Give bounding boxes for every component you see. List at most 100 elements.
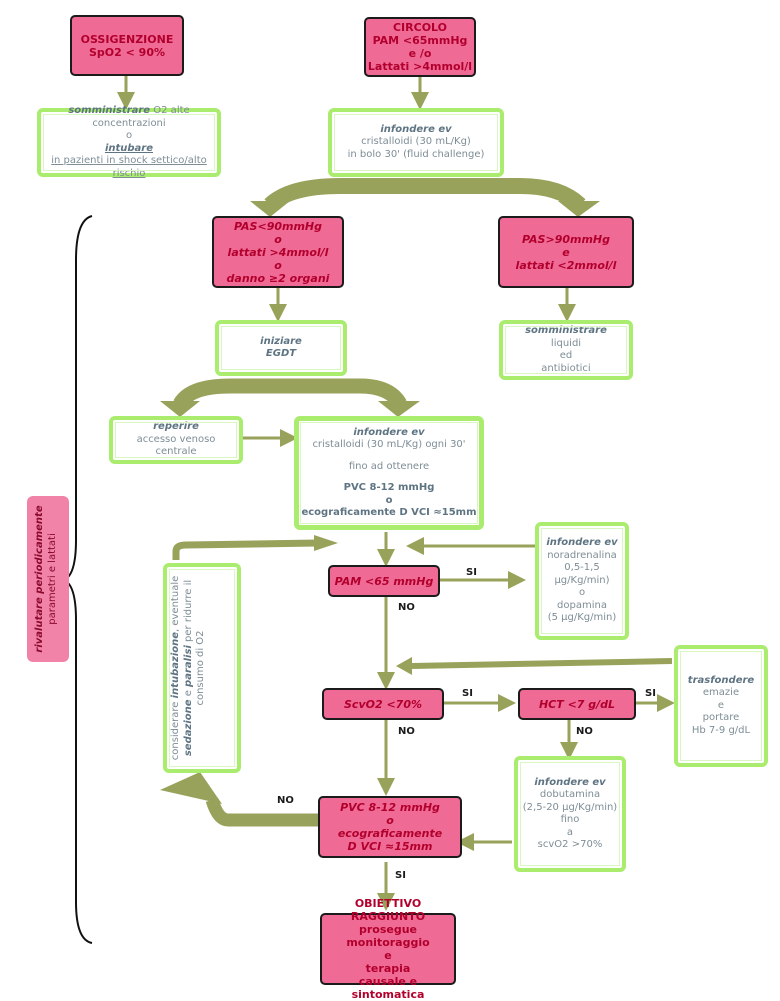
considerare-node: [163, 563, 241, 773]
reperire-node: reperire accesso venoso centrale: [109, 416, 243, 464]
scvo2-node: ScvO2 <70%: [322, 688, 444, 720]
iniziare-egdt-node: iniziare EGDT: [215, 320, 347, 376]
pvc-check-line3: ecograficamente: [337, 827, 443, 840]
considerare-text5: consumo di O2: [195, 630, 206, 706]
pas90-low-node: PAS<90mmHg o lattati >4mmol/l o danno ≥2…: [212, 216, 344, 288]
rivalutare-subtext: parametri e lattati: [47, 533, 58, 625]
noradrenalina-text3: o: [578, 587, 586, 599]
liquidi-text3: antibiotici: [541, 362, 591, 374]
ossigenzione-title: OSSIGENZIONE: [80, 32, 174, 46]
liquidi-text2: ed: [559, 350, 573, 361]
label-si-scvo2: SI: [462, 688, 473, 699]
pvc-check-line1: PVC 8-12 mmHg: [340, 801, 440, 814]
circolo-line2: PAM <65mmHg: [372, 34, 468, 47]
considerare-text1: considerare: [170, 698, 181, 761]
dobutamina-text1: dobutamina: [539, 789, 601, 800]
pvc-check-line4: D VCI ≈15mm: [347, 840, 433, 853]
dobutamina-text5: scvO2 >70%: [537, 839, 603, 850]
somministrare-text1: O2 alte concentrazioni: [92, 105, 190, 129]
circolo-line4: Lattati >4mmol/l: [367, 60, 473, 73]
somministrare-keyword: somministrare: [68, 105, 151, 116]
infondere-30-bold1: PVC 8-12 mmHg: [343, 482, 435, 493]
pas90-high-node: PAS>90mmHg e lattati <2mmol/l: [498, 216, 634, 288]
infondere-30-keyword: infondere ev: [353, 426, 425, 438]
noradrenalina-text1: noradrenalina: [547, 549, 617, 561]
infondere-bolo-text1: cristalloidi (30 mL/Kg): [361, 136, 471, 148]
obiettivo-node: OBIETTIVO RAGGIUNTO prosegue monitoraggi…: [320, 897, 456, 1001]
liquidi-text1: liquidi: [550, 337, 582, 349]
noradrenalina-text4: dopamina: [557, 599, 607, 611]
trasfondere-text2: e: [717, 699, 725, 711]
somministrare-text3: in pazienti in shock settico/alto rischi…: [51, 155, 207, 179]
obiettivo-line3: e: [384, 949, 392, 962]
intubazione-keyword: intubazione: [170, 631, 181, 699]
dobutamina-text3: fino: [560, 814, 580, 825]
infondere-bolo-node: infondere ev cristalloidi (30 mL/Kg) in …: [328, 108, 504, 177]
somministrare-o2-node: somministrare O2 alte concentrazioni o i…: [37, 105, 221, 179]
label-si-pvc: SI: [395, 870, 406, 881]
arrow-considerare-return: [172, 539, 319, 560]
sedazione-keyword: sedazione: [182, 699, 194, 757]
pas90-low-line2: o: [274, 232, 282, 246]
considerare-text3: e: [182, 686, 194, 700]
fork-arrow-mid: [173, 378, 407, 409]
liquidi-keyword: somministrare: [525, 325, 607, 336]
reperire-text1: accesso venoso: [136, 433, 216, 445]
pas90-high-line1: PAS>90mmHg: [521, 232, 611, 246]
somministrare-text2: o: [125, 130, 133, 141]
reperire-text2: centrale: [155, 446, 197, 458]
arrow-trasfondere-return: [411, 658, 673, 669]
pas90-low-line3: lattati >4mmol/l: [227, 245, 329, 259]
circolo-line3: e /o: [408, 47, 432, 60]
infondere-bolo-text2: in bolo 30' (fluid challenge): [347, 148, 485, 160]
noradrenalina-node: infondere ev noradrenalina 0,5-1,5 µg/Kg…: [535, 522, 629, 640]
pas90-high-line3: lattati <2mmol/l: [515, 258, 617, 272]
obiettivo-line1: OBIETTIVO RAGGIUNTO: [350, 897, 426, 923]
obiettivo-line2: prosegue monitoraggio: [346, 923, 430, 949]
ossigenzione-node: OSSIGENZIONE SpO2 < 90%: [70, 15, 184, 76]
pas90-high-line2: e: [562, 245, 570, 259]
label-no-scvo2: NO: [398, 726, 415, 737]
scvo2-text: ScvO2 <70%: [344, 697, 422, 711]
noradrenalina-text2: 0,5-1,5 µg/Kg/min): [554, 562, 610, 586]
noradrenalina-text5: (5 µg/Kg/min): [547, 612, 617, 624]
infondere-30-bold2: o: [385, 494, 393, 506]
somministrare-liquidi-node: somministrare liquidi ed antibiotici: [499, 320, 633, 380]
rivalutare-panel: [27, 496, 69, 662]
label-si-pam: SI: [466, 567, 477, 578]
considerare-text4: per ridurre il: [182, 579, 194, 646]
pas90-low-line1: PAS<90mmHg: [233, 219, 323, 233]
rivalutare-text: rivalutare periodicamente parametri e la…: [33, 479, 63, 679]
noradrenalina-keyword: infondere ev: [546, 537, 618, 549]
egdt-keyword: EGDT: [265, 348, 297, 359]
dobutamina-node: infondere ev dobutamina (2,5-20 µg/Kg/mi…: [514, 756, 626, 872]
infondere-30-bold3: ecograficamente D VCI ≈15mm: [301, 507, 477, 518]
hct-text: HCT <7 g/dL: [538, 697, 616, 711]
ossigenzione-value: SpO2 < 90%: [88, 45, 165, 59]
obiettivo-line5: causale e sintomatica: [351, 975, 425, 1001]
intubare-keyword: intubare: [104, 142, 154, 154]
trasfondere-text1: emazie: [702, 687, 740, 699]
fork-arrow-top: [264, 178, 586, 212]
rivalutare-keyword: rivalutare periodicamente: [34, 505, 45, 653]
iniziare-keyword: iniziare: [260, 335, 302, 347]
circolo-node: CIRCOLO PAM <65mmHg e /o Lattati >4mmol/…: [364, 17, 476, 77]
pam65-node: PAM <65 mmHg: [328, 565, 440, 597]
dobutamina-keyword: infondere ev: [534, 776, 606, 788]
label-no-hct: NO: [576, 726, 593, 737]
reperire-keyword: reperire: [153, 421, 199, 433]
circolo-title: CIRCOLO: [392, 21, 448, 34]
pvc-check-node: PVC 8-12 mmHg o ecograficamente D VCI ≈1…: [318, 796, 462, 858]
considerare-text: considerare intubazione, eventuale sedaz…: [170, 570, 234, 766]
pvc-check-line2: o: [386, 814, 394, 827]
pas90-low-line4: o: [274, 258, 282, 272]
hct-node: HCT <7 g/dL: [518, 688, 636, 720]
dobutamina-text4: a: [566, 826, 574, 838]
infondere-30-node: infondere ev cristalloidi (30 mL/Kg) ogn…: [294, 416, 484, 530]
infondere-30-text2: fino ad ottenere: [348, 460, 430, 472]
considerare-text2: , eventuale: [170, 575, 181, 632]
label-no-pvc: NO: [277, 795, 294, 806]
label-no-pam: NO: [398, 602, 415, 613]
trasfondere-text3: portare: [702, 712, 740, 724]
